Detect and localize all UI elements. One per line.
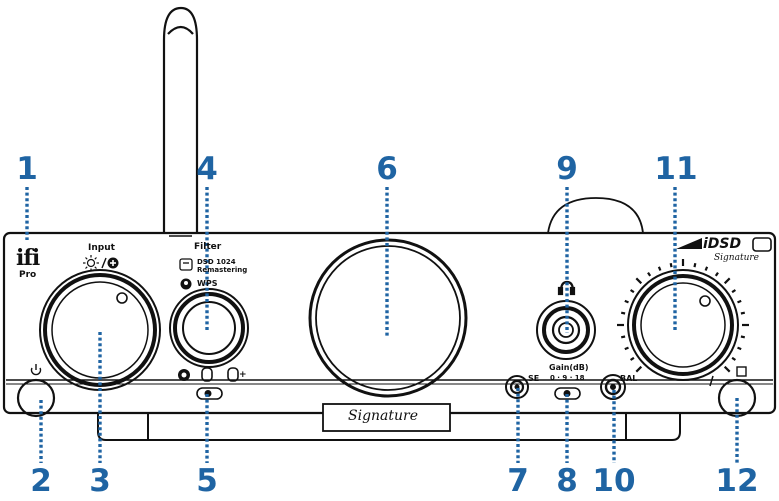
input-label: Input bbox=[88, 243, 115, 253]
volume-knob[interactable] bbox=[627, 269, 739, 381]
volume-tick bbox=[635, 365, 643, 373]
callout-9: 9 bbox=[556, 151, 578, 187]
plus-circle-icon bbox=[107, 257, 119, 269]
callout-1: 1 bbox=[16, 151, 38, 187]
volume-tick bbox=[737, 299, 742, 304]
wps-pin-icon bbox=[180, 278, 192, 290]
volume-tick bbox=[635, 277, 643, 285]
volume-tick bbox=[669, 262, 673, 268]
volume-tick bbox=[620, 311, 626, 315]
mode-icon-3: + bbox=[227, 367, 247, 382]
volume-tick bbox=[620, 335, 626, 339]
volume-tick bbox=[723, 365, 731, 373]
mode-icon-1 bbox=[178, 369, 190, 381]
ifi-logo-sub: Pro bbox=[19, 270, 37, 280]
volume-tick bbox=[740, 311, 746, 315]
volume-tick bbox=[624, 346, 629, 351]
gain-label: Gain(dB) bbox=[549, 363, 589, 372]
callout-7: 7 bbox=[507, 463, 529, 499]
callout-2: 2 bbox=[30, 463, 52, 499]
volume-tick bbox=[657, 266, 662, 271]
power-button[interactable] bbox=[16, 378, 56, 418]
volume-tick bbox=[723, 277, 731, 285]
se-label: SE bbox=[528, 374, 540, 383]
volume-tick bbox=[693, 262, 697, 268]
power-icon bbox=[30, 364, 42, 376]
callout-3: 3 bbox=[89, 463, 111, 499]
sun-icon bbox=[83, 255, 99, 271]
gain-switch[interactable] bbox=[554, 387, 581, 400]
bal-label: BAL bbox=[620, 374, 638, 383]
callout-6: 6 bbox=[376, 151, 398, 187]
callout-11: 11 bbox=[654, 151, 698, 187]
volume-tick bbox=[629, 289, 635, 294]
bal-jack[interactable] bbox=[600, 374, 626, 400]
filter-mode-icon bbox=[179, 258, 193, 271]
signature-plaque bbox=[322, 403, 451, 432]
input-icons bbox=[83, 255, 119, 271]
gain-values: 0 · 9 · 18 bbox=[550, 374, 585, 382]
svg-text:+: + bbox=[239, 370, 247, 380]
signature-script-top: Signature bbox=[714, 253, 760, 263]
volume-wedge-icon bbox=[676, 238, 702, 249]
callout-12: 12 bbox=[715, 463, 759, 499]
volume-notch bbox=[709, 375, 714, 387]
callout-leaders bbox=[25, 187, 739, 463]
volume-tick bbox=[737, 346, 742, 351]
volume-tick bbox=[731, 356, 737, 361]
top-dome bbox=[547, 197, 644, 234]
volume-tick bbox=[647, 271, 652, 277]
callout-10: 10 bbox=[592, 463, 636, 499]
callout-8: 8 bbox=[556, 463, 578, 499]
filter-knob[interactable] bbox=[169, 288, 249, 368]
filter-label: Filter bbox=[194, 242, 222, 252]
ifi-logo: ifi bbox=[16, 245, 40, 271]
signature-script-plaque: Signature bbox=[348, 408, 419, 424]
model-badge-icon bbox=[752, 237, 772, 252]
mode-icons: + bbox=[178, 367, 247, 382]
mode-icon-2 bbox=[201, 367, 213, 382]
callout-4: 4 bbox=[196, 151, 218, 187]
volume-tick bbox=[704, 266, 709, 271]
volume-tick bbox=[714, 271, 719, 277]
volume-tick bbox=[740, 335, 746, 339]
wps-label: WPS bbox=[197, 279, 218, 288]
volume-tick bbox=[624, 299, 629, 304]
ir-icon bbox=[736, 366, 747, 377]
volume-tick bbox=[629, 356, 635, 361]
model-label: iDSD bbox=[703, 236, 742, 252]
headphone-icon bbox=[557, 280, 576, 296]
volume-tick bbox=[731, 289, 737, 294]
callout-5: 5 bbox=[196, 463, 218, 499]
remastering-label: Remastering bbox=[197, 266, 248, 274]
volume-scale-ticks bbox=[617, 259, 749, 373]
dsd-label: DSD 1024 bbox=[197, 258, 236, 266]
xspace-switch[interactable] bbox=[196, 387, 223, 400]
antenna bbox=[162, 6, 199, 237]
